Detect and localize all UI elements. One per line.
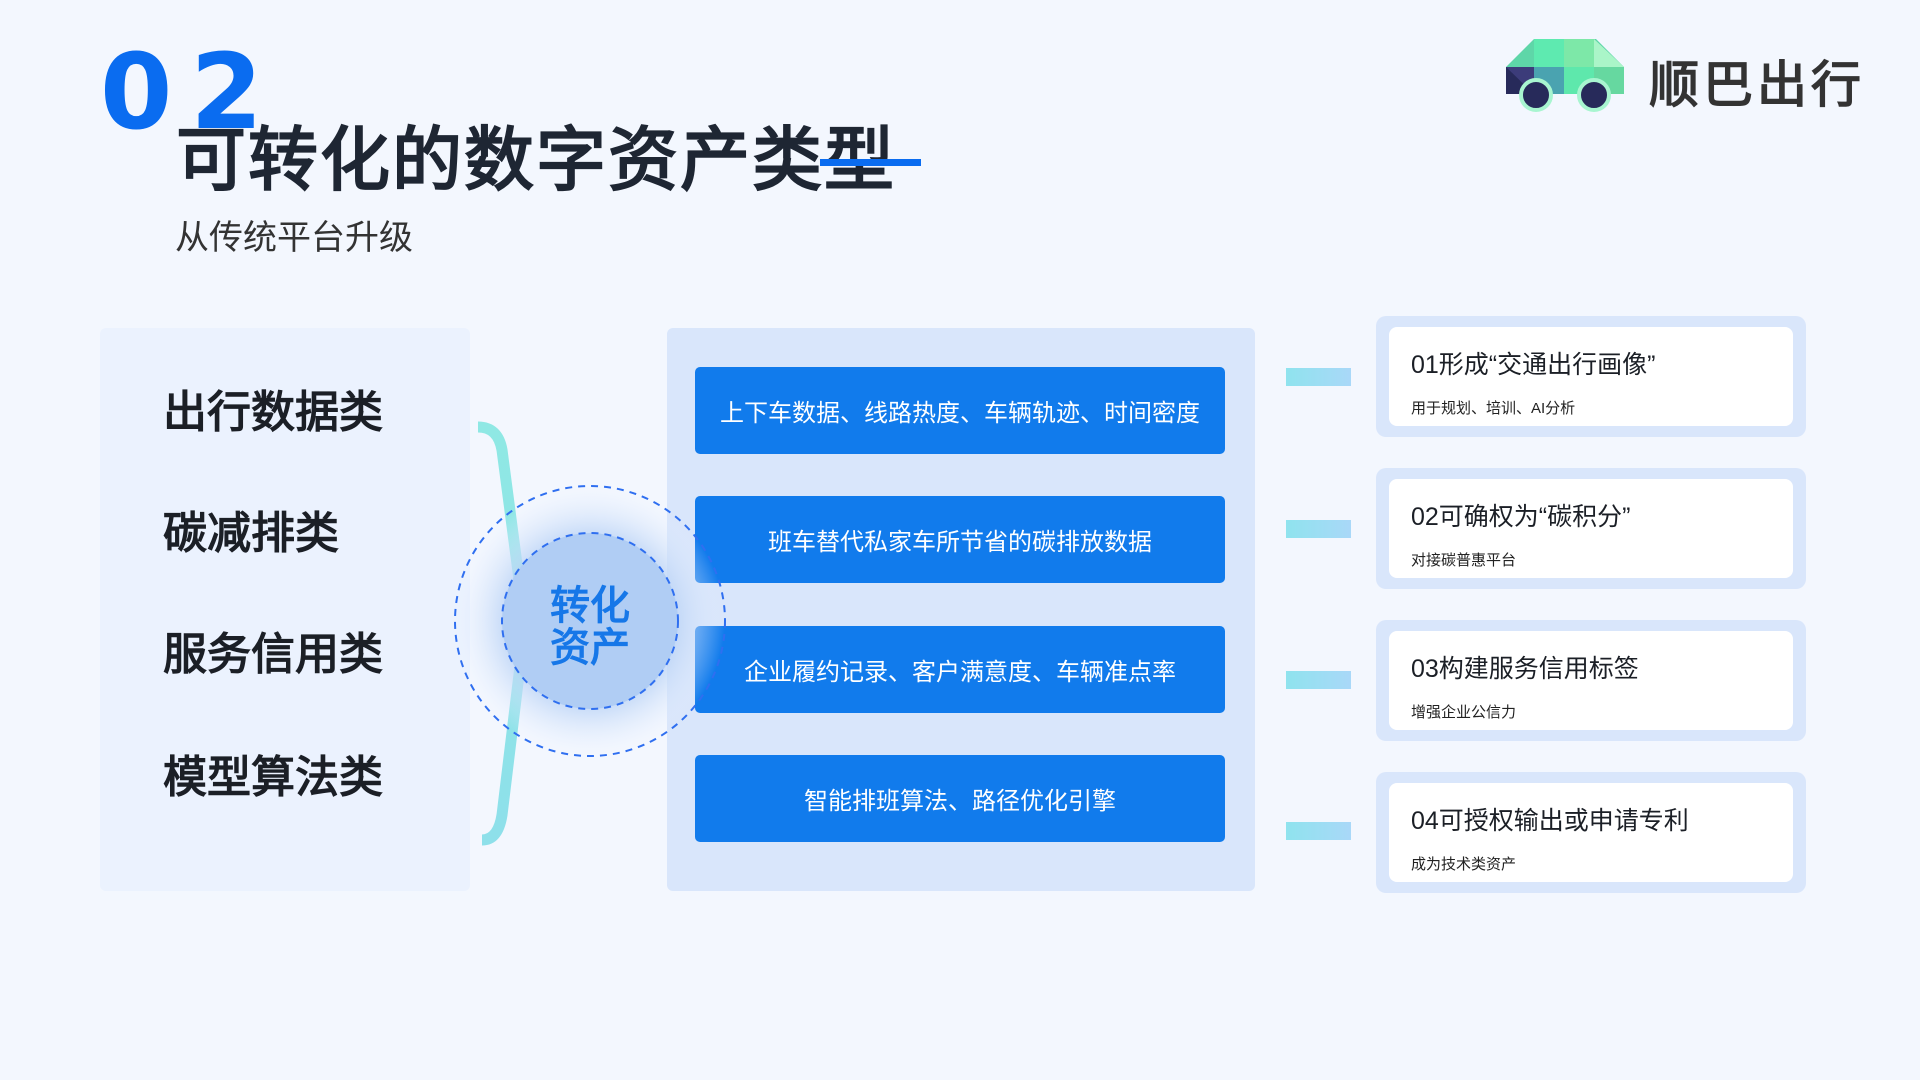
page-subtitle: 从传统平台升级: [175, 219, 413, 257]
category-panel: 出行数据类 碳减排类 服务信用类 模型算法类: [100, 328, 470, 891]
category-service-credit: 服务信用类: [163, 630, 383, 679]
dashed-rings-icon: [454, 485, 726, 757]
logo-text: 顺巴出行: [1649, 57, 1865, 113]
connector: [1286, 368, 1351, 386]
outcome-desc: 成为技术类资产: [1411, 856, 1517, 873]
outcome-desc: 增强企业公信力: [1411, 704, 1517, 721]
data-items-panel: 上下车数据、线路热度、车辆轨迹、时间密度 班车替代私家车所节省的碳排放数据 企业…: [667, 328, 1255, 891]
data-item-travel: 上下车数据、线路热度、车辆轨迹、时间密度: [695, 367, 1225, 454]
logo: 顺巴出行: [1506, 39, 1886, 115]
outcome-title: 01形成“交通出行画像”: [1411, 351, 1656, 379]
data-item-algorithm: 智能排班算法、路径优化引擎: [695, 755, 1225, 842]
outcome-title: 03构建服务信用标签: [1411, 655, 1639, 683]
conversion-label: 转化 资产: [453, 585, 727, 669]
outcome-desc: 用于规划、培训、AI分析: [1411, 400, 1576, 417]
conversion-label-line1: 转化: [550, 584, 630, 628]
data-item-carbon: 班车替代私家车所节省的碳排放数据: [695, 496, 1225, 583]
outcome-card: 04可授权输出或申请专利 成为技术类资产: [1376, 772, 1806, 893]
page-title: 可转化的数字资产类型: [176, 119, 896, 201]
category-carbon-reduction: 碳减排类: [163, 509, 339, 558]
connector: [1286, 671, 1351, 689]
conversion-label-line2: 资产: [550, 626, 630, 670]
conversion-circle: 转化 资产: [453, 484, 727, 758]
section-number: 02: [100, 31, 281, 153]
connector: [1286, 822, 1351, 840]
title-underline: [820, 159, 921, 166]
data-item-credit: 企业履约记录、客户满意度、车辆准点率: [695, 626, 1225, 713]
category-travel-data: 出行数据类: [163, 388, 383, 437]
connector: [1286, 520, 1351, 538]
category-model-algorithm: 模型算法类: [163, 753, 383, 802]
outcome-card: 02可确权为“碳积分” 对接碳普惠平台: [1376, 468, 1806, 589]
outcome-title: 04可授权输出或申请专利: [1411, 807, 1689, 835]
outcome-desc: 对接碳普惠平台: [1411, 552, 1517, 569]
car-logo-icon: [1506, 39, 1624, 112]
outcome-title: 02可确权为“碳积分”: [1411, 503, 1631, 531]
outcome-card: 01形成“交通出行画像” 用于规划、培训、AI分析: [1376, 316, 1806, 437]
outcome-card: 03构建服务信用标签 增强企业公信力: [1376, 620, 1806, 741]
